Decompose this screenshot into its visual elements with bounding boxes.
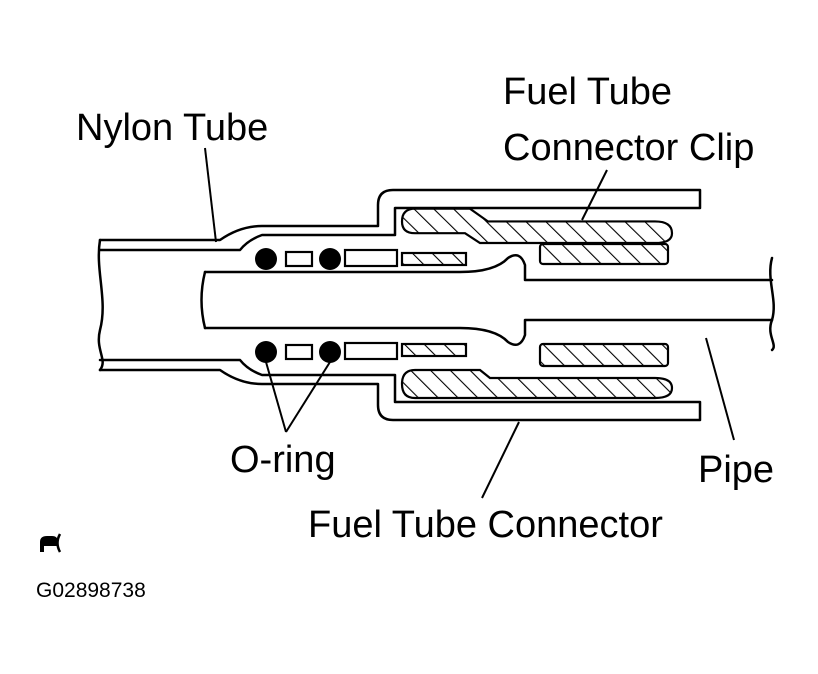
clip-label-line2: Connector Clip [503,127,754,169]
o-ring-label: O-ring [230,439,336,481]
bushing-bottom [343,341,399,361]
clip-label-line1: Fuel Tube [503,71,672,113]
spacer-bottom [284,343,314,361]
o-ring-bottom-right [319,341,341,363]
fuel-tube-connector-clip [400,207,674,400]
o-ring-bottom-left [255,341,277,363]
spacer-top [284,250,314,268]
figure-code: G02898738 [36,579,146,602]
o-ring-top-right [319,248,341,270]
nylon-tube-label: Nylon Tube [76,107,268,149]
manufacturer-logo-icon [40,533,62,553]
leader-lines [204,147,735,499]
nylon-tube [97,188,702,422]
o-rings [255,248,399,363]
bushing-top [343,248,399,268]
fuel-tube-connector-label: Fuel Tube Connector [308,504,663,546]
o-ring-top-left [255,248,277,270]
pipe-label: Pipe [698,449,774,491]
pipe [200,253,775,352]
